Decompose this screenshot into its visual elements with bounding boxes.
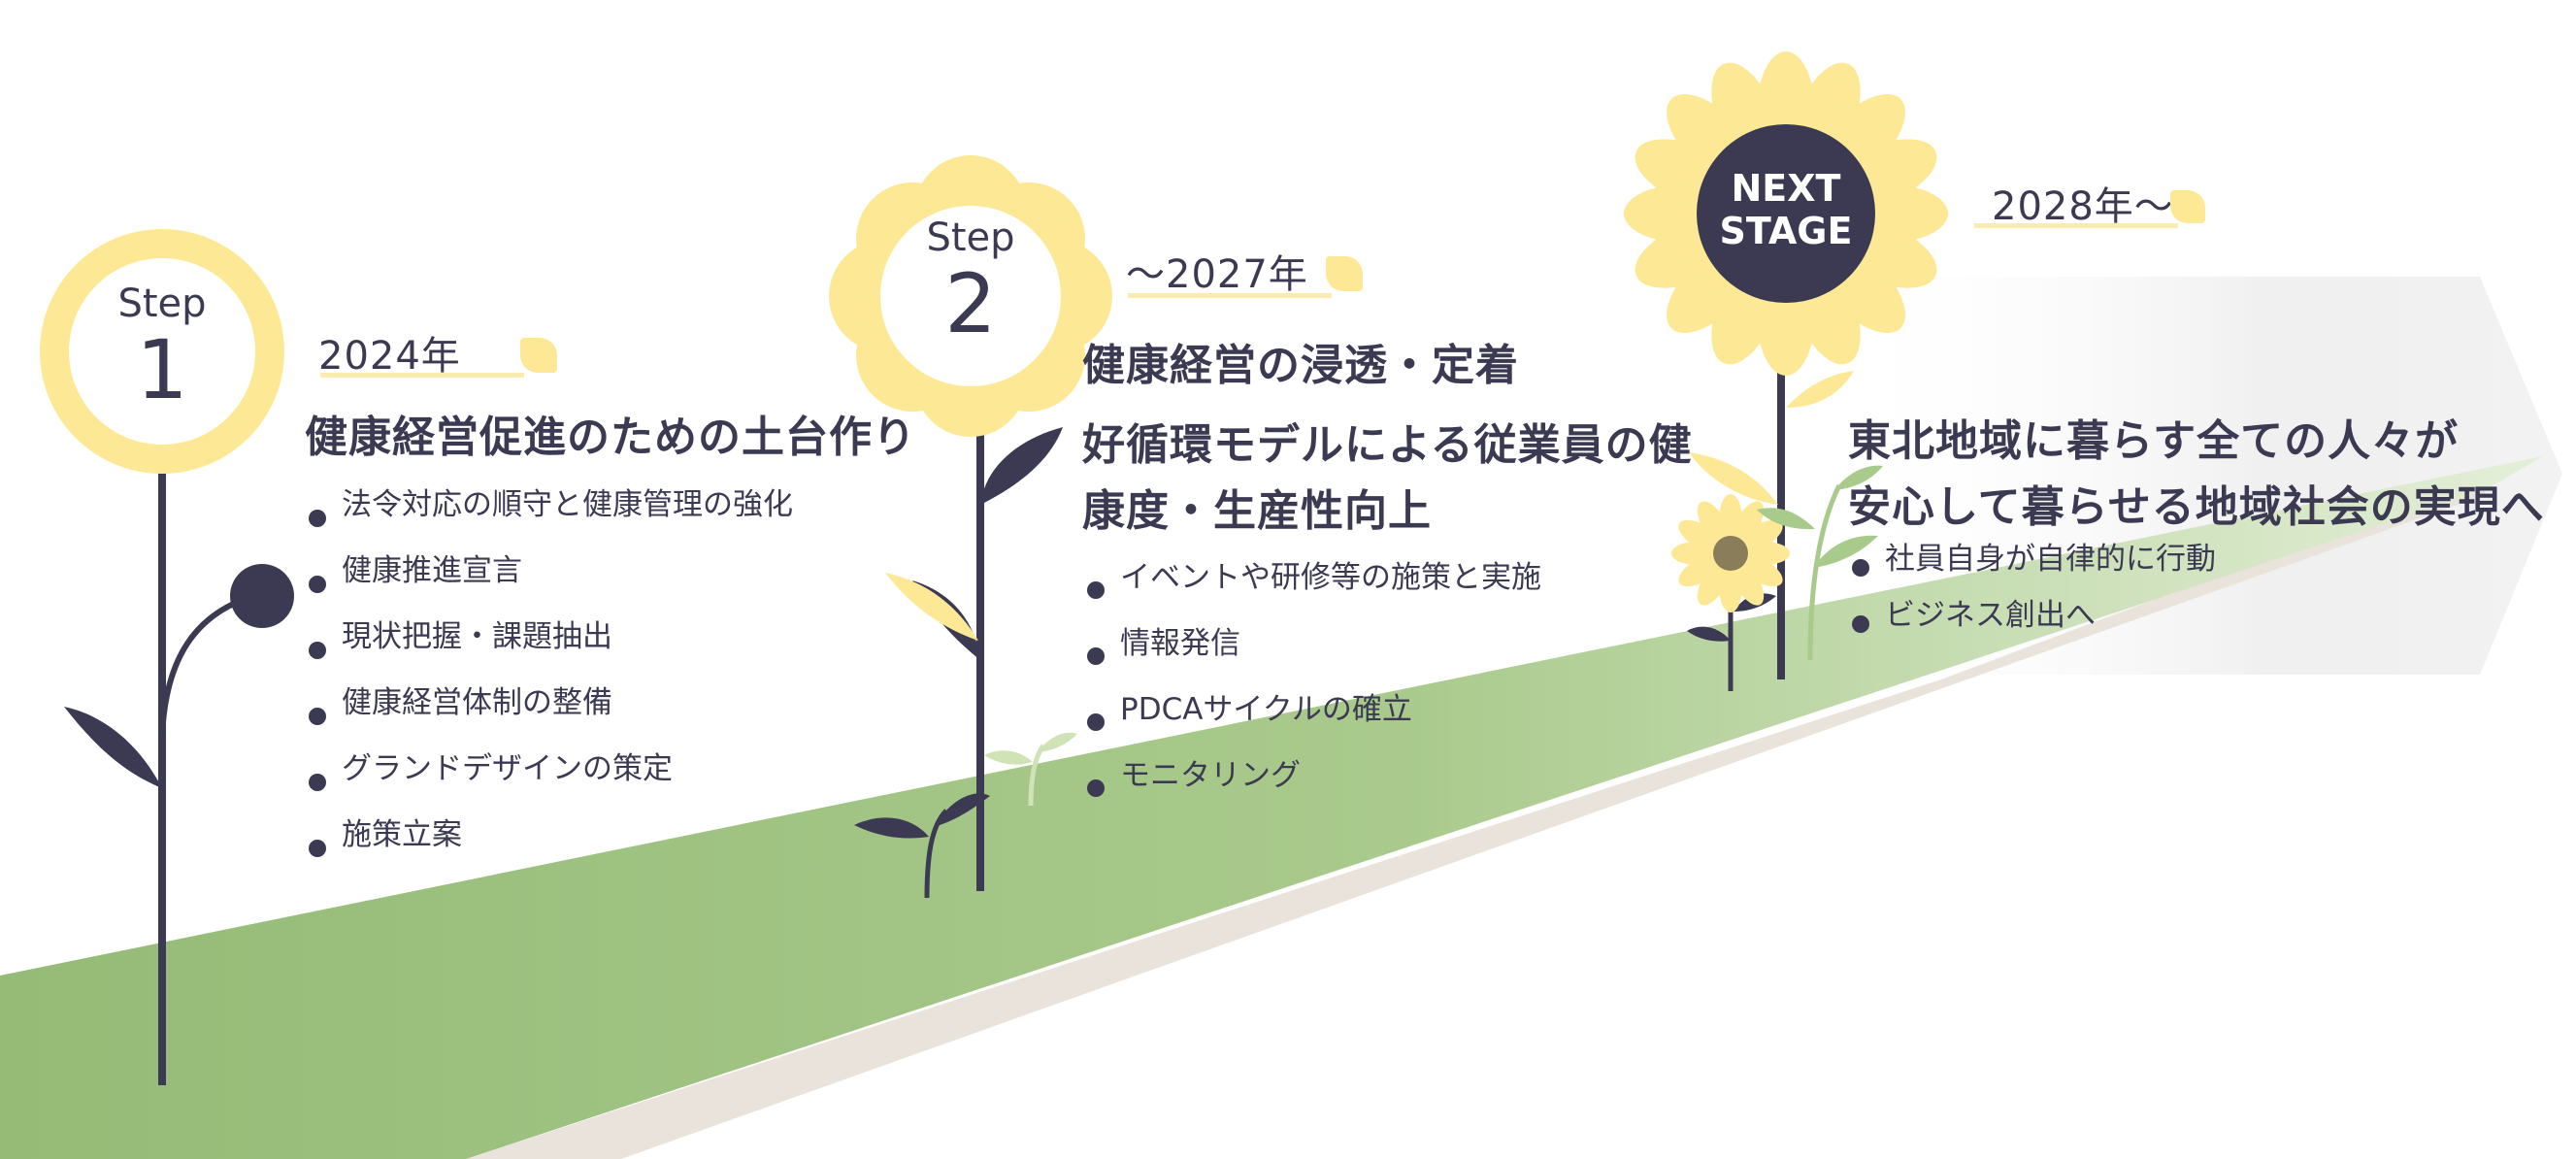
green-road — [0, 456, 2543, 1159]
next-heading-line2: 安心して暮らせる地域社会の実現へ — [1848, 472, 2545, 534]
step1-item: グランドデザインの策定 — [307, 749, 793, 815]
step2-item: モニタリング — [1085, 755, 1541, 821]
step2-year-leaf-icon — [1326, 256, 1363, 291]
step2-label: Step 2 — [893, 215, 1048, 348]
step1-year-leaf-icon — [520, 338, 557, 373]
next-year: 2028年〜 — [1992, 184, 2174, 229]
step1-heading: 健康経営促進のための土台作り — [305, 413, 916, 462]
next-stage-label: NEXT STAGE — [1689, 167, 1883, 252]
step2-heading-2-line2: 康度・生産性向上 — [1082, 486, 1432, 536]
step1-step-word: Step — [117, 281, 207, 326]
step2-item: PDCAサイクルの確立 — [1085, 689, 1541, 755]
step2-heading-2-line1: 好循環モデルによる従業員の健 — [1082, 420, 1693, 470]
next-sunflower — [1624, 51, 1948, 691]
step1-year: 2024年 — [318, 334, 461, 379]
step2-step-word: Step — [926, 215, 1015, 260]
next-label-line1: NEXT — [1731, 167, 1841, 210]
step1-item: 健康経営体制の整備 — [307, 683, 793, 749]
step1-number: 1 — [136, 322, 188, 417]
step2-item: 情報発信 — [1085, 623, 1541, 689]
next-heading-line1: 東北地域に暮らす全ての人々が — [1848, 406, 2460, 468]
step1-item: 法令対応の順守と健康管理の強化 — [307, 485, 793, 551]
step2-flower — [829, 155, 1112, 899]
step1-item: 施策立案 — [307, 815, 793, 881]
step2-heading-1: 健康経営の浸透・定着 — [1082, 341, 1519, 390]
next-heading-line2-text: 安心して暮らせる地域社会の実現へ — [1848, 472, 2545, 534]
step2-number: 2 — [944, 256, 997, 351]
next-item: 社員自身が自律的に行動 — [1850, 540, 2216, 596]
step1-flower — [40, 229, 294, 1085]
step2-list: イベントや研修等の施策と実施 情報発信 PDCAサイクルの確立 モニタリング — [1085, 557, 1541, 821]
step1-item: 健康推進宣言 — [307, 551, 793, 617]
next-item: ビジネス創出へ — [1850, 596, 2216, 652]
step1-list: 法令対応の順守と健康管理の強化 健康推進宣言 現状把握・課題抽出 健康経営体制の… — [307, 485, 793, 881]
next-label-line2: STAGE — [1719, 210, 1853, 252]
next-list: 社員自身が自律的に行動 ビジネス創出へ — [1850, 540, 2216, 652]
step1-year-underline — [320, 373, 524, 378]
step2-item: イベントや研修等の施策と実施 — [1085, 557, 1541, 623]
next-year-underline — [1974, 223, 2178, 228]
next-year-leaf-icon — [2170, 190, 2205, 223]
next-heading-line1-text: 東北地域に暮らす全ての人々が — [1848, 406, 2460, 468]
step1-label: Step 1 — [84, 281, 240, 414]
step2-year-underline — [1128, 293, 1332, 298]
step2-year: 〜2027年 — [1126, 252, 1308, 297]
step1-item: 現状把握・課題抽出 — [307, 617, 793, 683]
